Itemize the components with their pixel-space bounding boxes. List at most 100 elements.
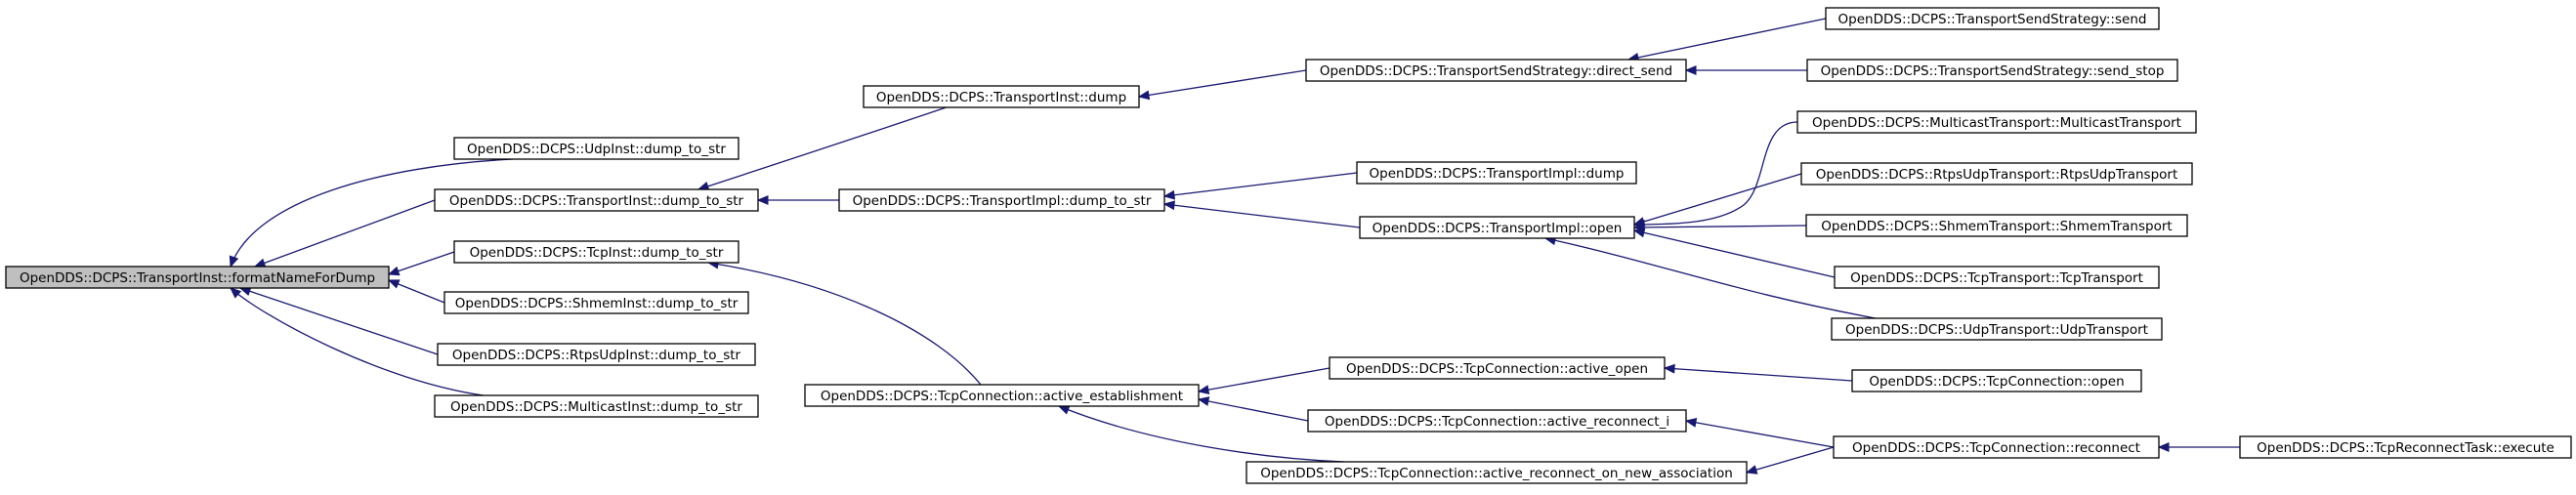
edge-rtpsudp_ctor-to-transportimpl_open	[1632, 173, 1802, 227]
node-rtpsudpinst_dump[interactable]: OpenDDS::DCPS::RtpsUdpInst::dump_to_str	[437, 343, 756, 366]
node-label: OpenDDS::DCPS::TransportImpl::open	[1372, 221, 1623, 236]
node-udp_ctor[interactable]: OpenDDS::DCPS::UdpTransport::UdpTranspor…	[1831, 317, 2163, 341]
node-box[interactable]	[1851, 369, 2142, 392]
node-box[interactable]	[863, 85, 1140, 108]
edge-tss_send_stop-to-tss_direct_send	[1684, 65, 1807, 75]
edge-tcpconn_active_reconnect_new-to-tcpconn_active_establishment	[1057, 405, 1345, 463]
node-tcpconn_active_establishment[interactable]: OpenDDS::DCPS::TcpConnection::active_est…	[804, 384, 1200, 407]
edge-transportimpl_dump_to_str-to-transportinst_dump	[756, 195, 839, 205]
node-label: OpenDDS::DCPS::MulticastInst::dump_to_st…	[450, 399, 742, 415]
node-box[interactable]	[1825, 7, 2160, 30]
edge-shmeminst_dump-to-root	[387, 279, 445, 304]
node-tcpconn_active_open[interactable]: OpenDDS::DCPS::TcpConnection::active_ope…	[1329, 356, 1666, 380]
edge-tcp_ctor-to-transportimpl_open	[1632, 227, 1836, 278]
node-shmeminst_dump[interactable]: OpenDDS::DCPS::ShmemInst::dump_to_str	[443, 291, 749, 314]
node-box[interactable]	[2239, 435, 2572, 459]
node-rtpsudp_ctor[interactable]: OpenDDS::DCPS::RtpsUdpTransport::RtpsUdp…	[1800, 162, 2193, 186]
edge-transportimpl_dump-to-transportimpl_dump_to_str	[1162, 172, 1358, 200]
edge-tcpconn_open-to-tcpconn_active_open	[1663, 363, 1853, 382]
edge-udpinst_dump-to-root	[229, 158, 514, 268]
node-label: OpenDDS::DCPS::TcpConnection::reconnect	[1852, 440, 2140, 456]
node-label: OpenDDS::DCPS::TcpConnection::open	[1869, 374, 2124, 390]
node-box[interactable]	[453, 240, 739, 264]
edge-tcpconn_reconnect-to-tcpconn_active_reconnect_new	[1745, 446, 1835, 474]
node-label: OpenDDS::DCPS::RtpsUdpInst::dump_to_str	[452, 348, 741, 363]
node-label: OpenDDS::DCPS::MulticastTransport::Multi…	[1812, 115, 2181, 131]
node-box[interactable]	[1356, 161, 1637, 185]
node-transportinst_dump[interactable]: OpenDDS::DCPS::TransportInst::dump_to_st…	[434, 188, 759, 212]
node-label: OpenDDS::DCPS::RtpsUdpTransport::RtpsUdp…	[1816, 167, 2178, 183]
node-box[interactable]	[434, 394, 759, 418]
node-transportimpl_dump_to_str[interactable]: OpenDDS::DCPS::TransportImpl::dump_to_st…	[838, 188, 1165, 212]
node-label: OpenDDS::DCPS::TransportSendStrategy::se…	[1821, 63, 2165, 79]
node-tcpconn_active_reconnect_i[interactable]: OpenDDS::DCPS::TcpConnection::active_rec…	[1307, 409, 1687, 433]
edges-layer	[229, 18, 2240, 474]
node-transportinst_dumpfn[interactable]: OpenDDS::DCPS::TransportInst::dump	[863, 85, 1140, 108]
node-shmem_ctor[interactable]: OpenDDS::DCPS::ShmemTransport::ShmemTran…	[1805, 214, 2188, 237]
node-box[interactable]	[1800, 162, 2193, 186]
node-label: OpenDDS::DCPS::TcpReconnectTask::execute	[2257, 440, 2555, 456]
node-box[interactable]	[434, 188, 759, 212]
node-label: OpenDDS::DCPS::ShmemInst::dump_to_str	[455, 296, 739, 311]
node-tcp_ctor[interactable]: OpenDDS::DCPS::TcpTransport::TcpTranspor…	[1834, 266, 2160, 289]
node-label: OpenDDS::DCPS::TcpConnection::active_rec…	[1325, 414, 1669, 430]
node-label: OpenDDS::DCPS::TcpInst::dump_to_str	[470, 245, 724, 261]
edge-rtpsudpinst_dump-to-root	[238, 286, 439, 355]
node-box[interactable]	[1307, 409, 1687, 433]
edge-transportinst_dump-to-root	[253, 199, 436, 268]
node-tss_direct_send[interactable]: OpenDDS::DCPS::TransportSendStrategy::di…	[1305, 59, 1687, 82]
nodes-layer: OpenDDS::DCPS::TransportInst::formatName…	[5, 7, 2572, 484]
node-transportimpl_dump[interactable]: OpenDDS::DCPS::TransportImpl::dump	[1356, 161, 1637, 185]
node-box[interactable]	[1834, 266, 2160, 289]
node-box[interactable]	[1806, 59, 2178, 82]
node-tcpconn_active_reconnect_new[interactable]: OpenDDS::DCPS::TcpConnection::active_rec…	[1246, 461, 1748, 484]
node-box[interactable]	[1805, 214, 2188, 237]
node-label: OpenDDS::DCPS::TcpTransport::TcpTranspor…	[1850, 270, 2143, 286]
node-root[interactable]: OpenDDS::DCPS::TransportInst::formatName…	[5, 266, 390, 289]
edge-tcpconn_reconnect-to-tcpconn_active_reconnect_i	[1684, 417, 1835, 448]
node-box[interactable]	[804, 384, 1200, 407]
edge-tcpinst_dump-to-root	[387, 251, 455, 276]
node-label: OpenDDS::DCPS::TransportSendStrategy::di…	[1320, 63, 1672, 79]
node-box[interactable]	[1833, 435, 2160, 459]
node-box[interactable]	[1831, 317, 2163, 341]
node-label: OpenDDS::DCPS::TransportInst::dump	[876, 90, 1126, 105]
node-tcpreconnecttask_execute[interactable]: OpenDDS::DCPS::TcpReconnectTask::execute	[2239, 435, 2572, 459]
node-tcpinst_dump[interactable]: OpenDDS::DCPS::TcpInst::dump_to_str	[453, 240, 739, 264]
edge-tcpconn_active_establishment-to-tcpinst_dump	[706, 259, 982, 386]
node-box[interactable]	[1796, 110, 2197, 134]
node-label: OpenDDS::DCPS::TransportInst::formatName…	[20, 270, 375, 286]
node-label: OpenDDS::DCPS::TcpConnection::active_ope…	[1346, 361, 1648, 377]
node-box[interactable]	[443, 291, 749, 314]
node-label: OpenDDS::DCPS::UdpTransport::UdpTranspor…	[1845, 322, 2148, 338]
node-label: OpenDDS::DCPS::TransportInst::dump_to_st…	[449, 193, 744, 209]
node-udpinst_dump[interactable]: OpenDDS::DCPS::UdpInst::dump_to_str	[453, 137, 739, 160]
edge-multicastinst_dump-to-root	[230, 287, 485, 396]
node-box[interactable]	[1359, 216, 1635, 239]
edge-tss_send-to-tss_direct_send	[1626, 18, 1827, 62]
edge-multicast_ctor-to-transportimpl_open	[1632, 121, 1798, 229]
node-multicastinst_dump[interactable]: OpenDDS::DCPS::MulticastInst::dump_to_st…	[434, 394, 759, 418]
edge-tcpconn_active_open-to-tcpconn_active_establishment	[1197, 367, 1330, 395]
edge-tcpconn_active_reconnect_i-to-tcpconn_active_establishment	[1197, 396, 1309, 422]
node-label: OpenDDS::DCPS::ShmemTransport::ShmemTran…	[1821, 219, 2172, 234]
edge-tss_direct_send-to-transportinst_dumpfn	[1137, 69, 1307, 101]
node-transportimpl_open[interactable]: OpenDDS::DCPS::TransportImpl::open	[1359, 216, 1635, 239]
node-box[interactable]	[838, 188, 1165, 212]
node-label: OpenDDS::DCPS::TransportSendStrategy::se…	[1838, 12, 2147, 27]
node-box[interactable]	[1246, 461, 1748, 484]
node-multicast_ctor[interactable]: OpenDDS::DCPS::MulticastTransport::Multi…	[1796, 110, 2197, 134]
node-box[interactable]	[437, 343, 756, 366]
node-tcpconn_reconnect[interactable]: OpenDDS::DCPS::TcpConnection::reconnect	[1833, 435, 2160, 459]
node-tss_send[interactable]: OpenDDS::DCPS::TransportSendStrategy::se…	[1825, 7, 2160, 30]
node-tcpconn_open[interactable]: OpenDDS::DCPS::TcpConnection::open	[1851, 369, 2142, 392]
edge-transportimpl_open-to-transportimpl_dump_to_str	[1162, 200, 1361, 228]
node-tss_send_stop[interactable]: OpenDDS::DCPS::TransportSendStrategy::se…	[1806, 59, 2178, 82]
node-label: OpenDDS::DCPS::UdpInst::dump_to_str	[467, 142, 726, 157]
node-box[interactable]	[1305, 59, 1687, 82]
edge-tcpreconnecttask_execute-to-tcpconn_reconnect	[2157, 442, 2240, 452]
node-label: OpenDDS::DCPS::TcpConnection::active_rec…	[1260, 466, 1733, 481]
node-box[interactable]	[1329, 356, 1666, 380]
node-box[interactable]	[453, 137, 739, 160]
node-box[interactable]	[5, 266, 390, 289]
